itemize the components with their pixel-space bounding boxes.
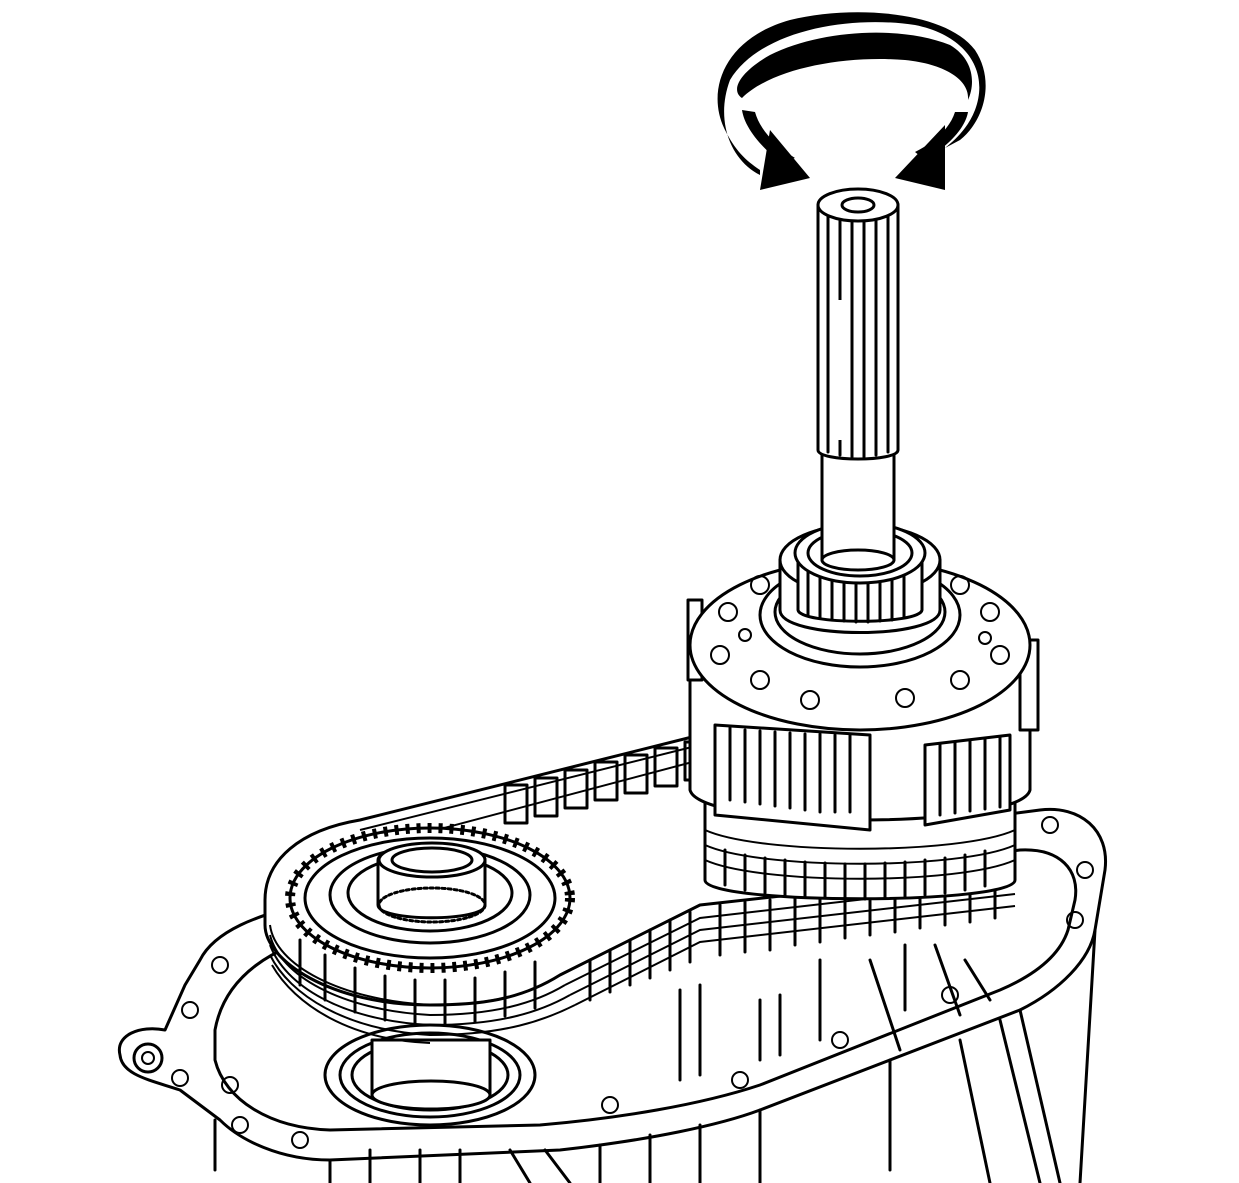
input-shaft: [816, 187, 900, 572]
front-output-sprocket: [285, 823, 575, 973]
rotation-arrow-icon: [717, 12, 986, 190]
rear-output-bearing: [323, 1023, 537, 1127]
rear-output-sprocket: [686, 521, 1040, 901]
